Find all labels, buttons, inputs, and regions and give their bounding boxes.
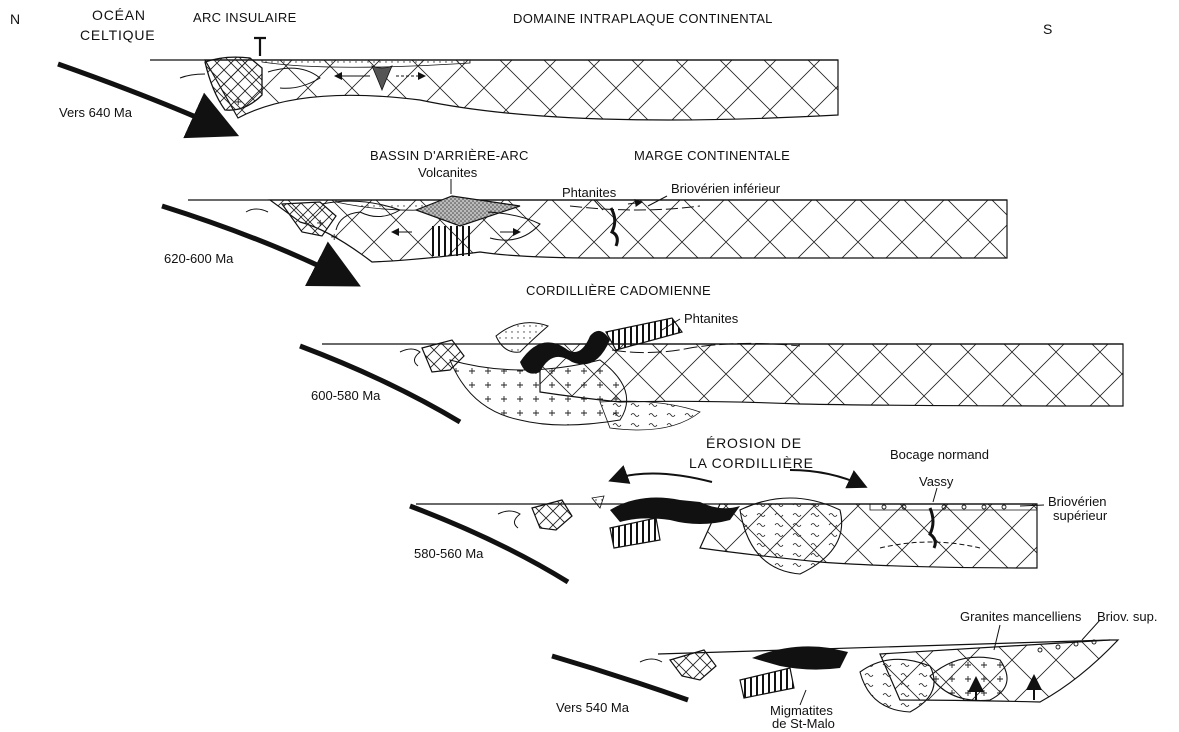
age-580-label: 580-560 Ma	[414, 546, 483, 561]
section-540-ma	[552, 640, 1118, 712]
erosion-arrow	[790, 470, 864, 486]
phtanites-label-3: Phtanites	[684, 311, 738, 326]
section-620-600-ma: + +	[162, 196, 1007, 282]
eroded-fold-stack	[610, 498, 740, 524]
barred-block	[610, 518, 660, 548]
marge-continentale-label: MARGE CONTINENTALE	[634, 148, 790, 163]
migmatites-label-line2: de St-Malo	[772, 716, 835, 731]
north-label: N	[10, 12, 21, 27]
age-600-label: 600-580 Ma	[311, 388, 380, 403]
granites-mancelliens-label: Granites mancelliens	[960, 609, 1081, 624]
briov-inf-label: Briovérien inférieur	[671, 181, 780, 196]
ocean-label-line2: CELTIQUE	[80, 28, 155, 43]
subducting-slab	[552, 656, 688, 700]
continental-crust	[540, 344, 1123, 406]
age-620-label: 620-600 Ma	[164, 251, 233, 266]
age-640-label: Vers 640 Ma	[59, 105, 132, 120]
phtanites-label-2: Phtanites	[562, 185, 616, 200]
arc-insulaire-label: ARC INSULAIRE	[193, 10, 297, 25]
erosion-label-line1: ÉROSION DE	[706, 436, 802, 451]
barred-block	[740, 668, 794, 698]
cordillere-label: CORDILLIÈRE CADOMIENNE	[526, 283, 711, 298]
svg-text:+: +	[234, 97, 242, 108]
briov-sup-label-line2: supérieur	[1053, 508, 1107, 523]
svg-text:+: +	[330, 232, 338, 243]
eroded-fold-stack	[752, 646, 848, 669]
domaine-intraplaque-label: DOMAINE INTRAPLAQUE CONTINENTAL	[513, 11, 773, 26]
continental-crust	[270, 200, 1007, 262]
feeder-dikes	[432, 226, 474, 256]
svg-text:+: +	[316, 218, 324, 229]
bassin-arriere-arc-label: BASSIN D'ARRIÈRE-ARC	[370, 148, 529, 163]
bocage-normand-label: Bocage normand	[890, 447, 989, 462]
vassy-label: Vassy	[919, 474, 953, 489]
section-600-580-ma	[300, 318, 1123, 430]
briov-sup-label-line1: Briovérien	[1048, 494, 1107, 509]
ocean-label-line1: OCÉAN	[92, 8, 146, 23]
volcanites-label: Volcanites	[418, 165, 477, 180]
south-label: S	[1043, 22, 1053, 37]
erosion-label-line2: LA CORDILLIÈRE	[689, 456, 814, 471]
section-640-ma: +	[58, 38, 838, 132]
migmatite-zone	[600, 401, 700, 430]
arc-remnant	[670, 650, 716, 680]
age-540-label: Vers 540 Ma	[556, 700, 629, 715]
erosion-arrow	[612, 473, 712, 482]
t-symbol	[254, 38, 266, 56]
migmatite-dome	[860, 659, 934, 712]
briov-sup-short-label: Briov. sup.	[1097, 609, 1157, 624]
